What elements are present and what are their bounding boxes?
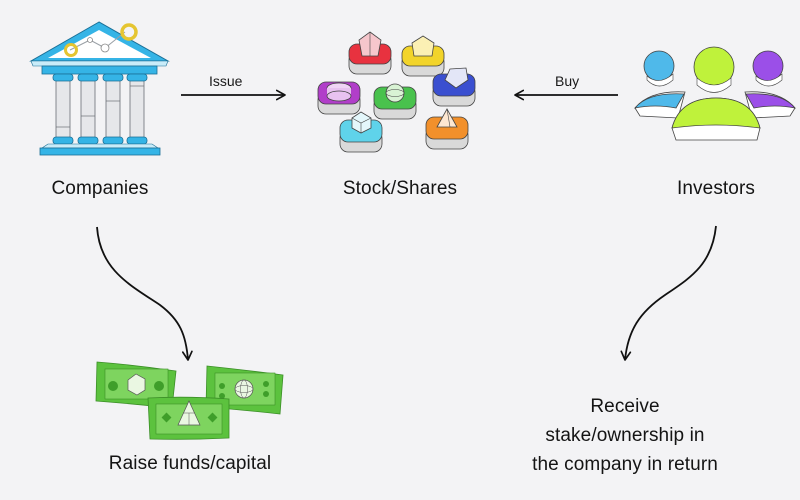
receive-stake-label: Receive stake/ownership in the company i…: [525, 392, 725, 479]
investor-left: [633, 50, 686, 119]
issue-label: Issue: [209, 73, 243, 89]
investors-label: Investors: [677, 178, 755, 199]
banknotes-icon: [95, 361, 284, 440]
token-yellow: [401, 35, 445, 77]
stock-shares-label: Stock/Shares: [342, 178, 458, 199]
investor-group-icon: [633, 46, 797, 141]
investor-center: [671, 46, 761, 141]
token-blue: [432, 67, 476, 107]
receive-stake-line-1: Receive: [590, 396, 660, 417]
token-green: [373, 83, 417, 120]
investor-right: [744, 50, 797, 119]
receive-stake-line-3: the company in return: [532, 454, 718, 475]
raise-funds-label: Raise funds/capital: [108, 453, 272, 474]
banknote-center: [147, 396, 230, 440]
companies-label: Companies: [51, 178, 149, 199]
stock-tokens-icon: [317, 31, 476, 153]
buy-label: Buy: [555, 73, 580, 89]
token-purple: [317, 81, 361, 115]
token-orange: [425, 108, 469, 150]
bank-building-icon: [29, 21, 170, 156]
receive-stake-line-2: stake/ownership in: [545, 425, 705, 446]
token-red: [348, 31, 392, 75]
banknote-left: [95, 361, 177, 409]
companies-to-funds-arrow: [96, 226, 193, 361]
token-cyan: [339, 111, 383, 153]
investors-to-stake-arrow: [620, 225, 717, 361]
